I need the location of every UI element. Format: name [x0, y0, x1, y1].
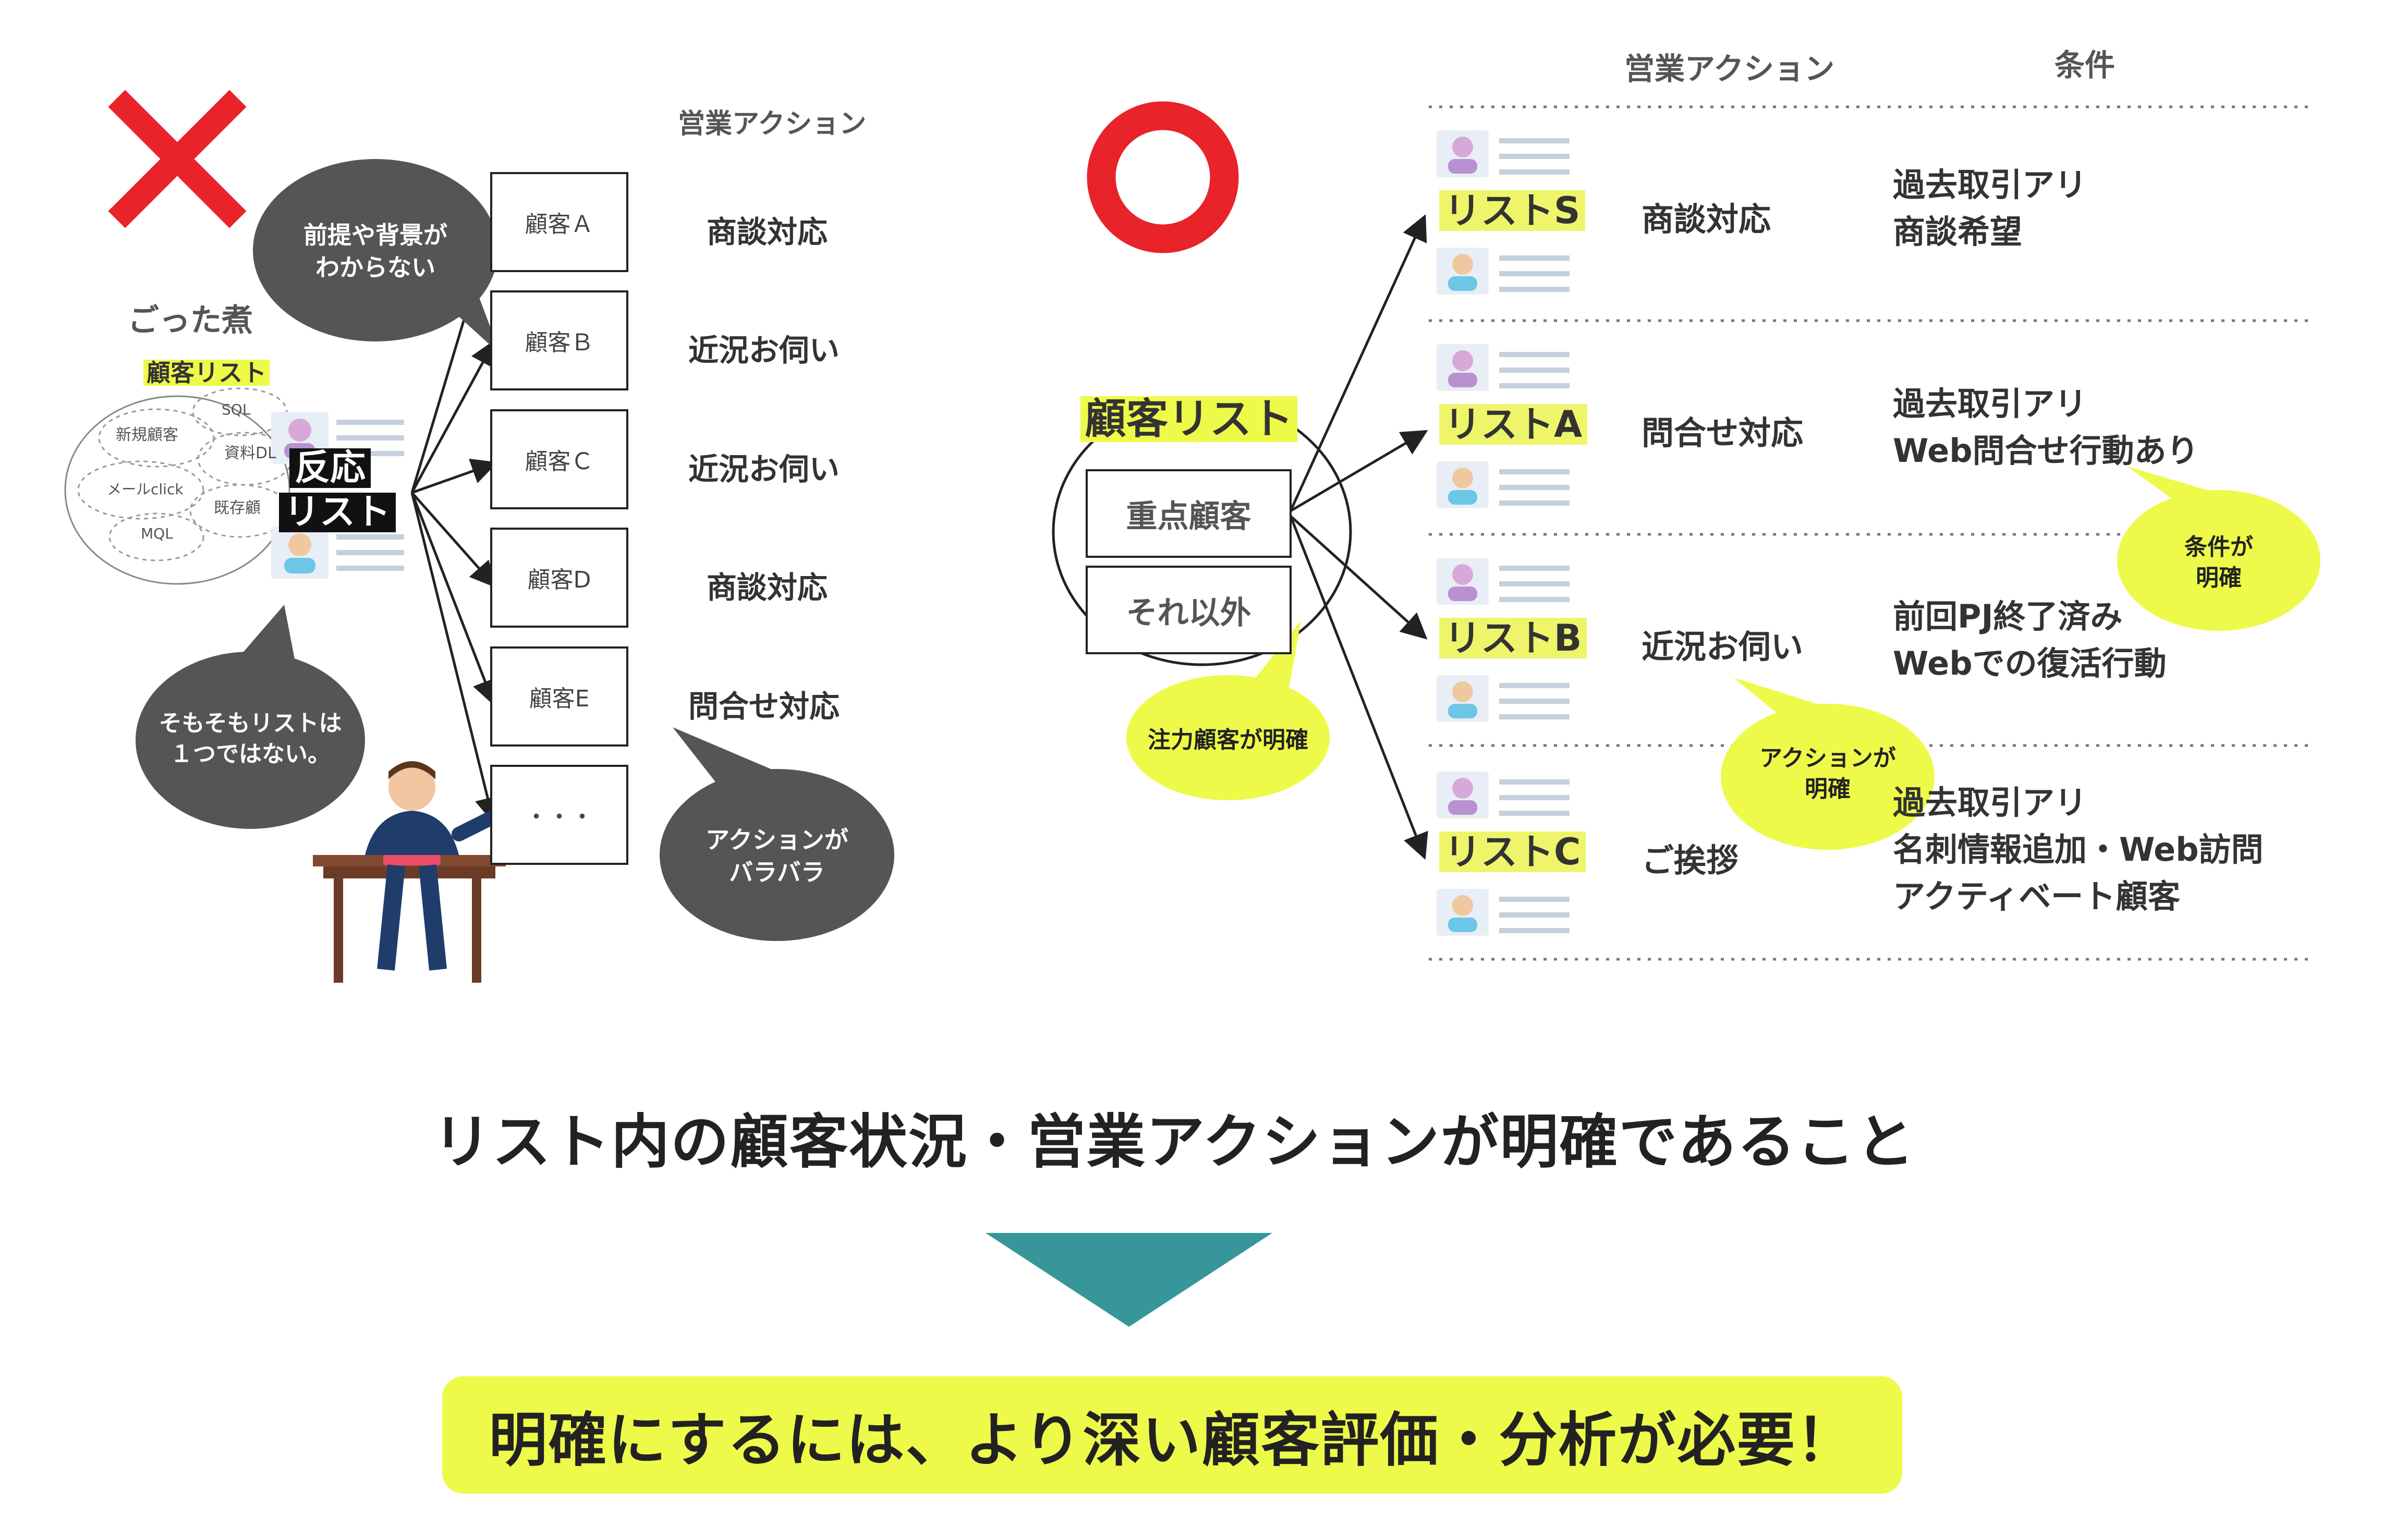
- priority-customer-box: 重点顧客: [1086, 469, 1292, 558]
- left-action-4: 問合せ対応: [688, 689, 840, 724]
- cloud-item-existing: 既存顧: [214, 499, 261, 517]
- bubble-list: そもそもリストは １つではない。: [141, 708, 360, 770]
- right-header-action: 営業アクション: [1624, 51, 1835, 87]
- response-list-line2: リスト: [279, 493, 396, 532]
- bubble-focus: 注力顧客が明確: [1148, 727, 1308, 753]
- bubble-condition-line1: 条件が: [2184, 534, 2253, 560]
- cloud-item-sql: SQL: [222, 401, 251, 418]
- customer-box-d: 顧客D: [490, 528, 628, 628]
- bubble-action-left-line2: バラバラ: [729, 858, 825, 887]
- cloud-item-new-customer: 新規顧客: [116, 426, 178, 444]
- list-label-c: リストC: [1439, 832, 1586, 872]
- mixed-customer-list-label: 顧客リスト: [143, 360, 270, 386]
- condition-s-2: 商談希望: [1893, 212, 2023, 251]
- cloud-item-mail-click: メールclick: [107, 481, 184, 498]
- left-action-2: 近況お伺い: [688, 451, 840, 487]
- cloud-item-download: 資料DL: [224, 444, 276, 462]
- conditions-c: 過去取引アリ 名刺情報追加・Web訪問 アクティベート顧客: [1893, 779, 2264, 920]
- down-arrow-icon: [986, 1233, 1272, 1327]
- conditions-a: 過去取引アリ Web問合せ行動あり: [1893, 381, 2199, 474]
- customer-box-a: 顧客Ａ: [490, 172, 628, 272]
- bubble-premise-line1: 前提や背景が: [303, 221, 447, 249]
- mixed-title: ごった煮: [128, 302, 253, 339]
- cloud-item-mql: MQL: [141, 525, 173, 542]
- cross-icon: [108, 90, 247, 228]
- condition-a-1: 過去取引アリ: [1893, 385, 2087, 423]
- right-fan-arrows: [1289, 214, 1428, 860]
- left-action-3: 商談対応: [707, 570, 828, 605]
- left-action-1: 近況お伺い: [688, 333, 840, 368]
- bubble-condition-shape: [2117, 467, 2320, 631]
- customer-box-e: 顧客E: [490, 646, 628, 747]
- list-label-a: リストA: [1439, 404, 1588, 445]
- bubble-action-left-line1: アクションが: [706, 826, 848, 854]
- bubble-list-line2: １つではない。: [170, 741, 331, 768]
- circle-icon: [1087, 101, 1239, 253]
- left-action-0: 商談対応: [707, 214, 828, 250]
- condition-s-1: 過去取引アリ: [1893, 166, 2087, 204]
- customer-box-c: 顧客Ｃ: [490, 409, 628, 509]
- bubble-list-line1: そもそもリストは: [159, 710, 342, 737]
- condition-c-1: 過去取引アリ: [1893, 784, 2087, 822]
- right-customer-list-label: 顧客リスト: [1080, 396, 1297, 442]
- customer-box-more: ・・・: [490, 765, 628, 865]
- customer-box-b: 顧客Ｂ: [490, 290, 628, 390]
- bubble-action-right: アクションが 明確: [1736, 743, 1919, 805]
- conditions-b: 前回PJ終了済み Webでの復活行動: [1893, 593, 2167, 687]
- bubble-action-shape: [660, 727, 894, 941]
- condition-a-2: Web問合せ行動あり: [1893, 431, 2199, 470]
- condition-c-3: アクティベート顧客: [1893, 877, 2181, 915]
- bubble-premise: 前提や背景が わからない: [282, 219, 469, 284]
- other-customer-box: それ以外: [1086, 566, 1292, 654]
- conclusion-text: リスト内の顧客状況・営業アクションが明確であること: [433, 1108, 1916, 1176]
- bubble-action-right-line1: アクションが: [1759, 745, 1896, 772]
- list-label-s: リストS: [1439, 190, 1586, 231]
- right-action-a: 問合せ対応: [1642, 414, 1804, 452]
- left-header-action: 営業アクション: [678, 108, 867, 140]
- bubble-condition-line2: 明確: [2196, 565, 2242, 592]
- list-label-b: リストB: [1439, 618, 1587, 658]
- bubble-action-right-line2: 明確: [1805, 776, 1851, 803]
- bubble-premise-line2: わからない: [315, 253, 435, 282]
- response-list-line1: 反応: [289, 448, 371, 488]
- bubble-premise-shape: [253, 159, 501, 355]
- conditions-s: 過去取引アリ 商談希望: [1893, 162, 2087, 255]
- condition-b-2: Webでの復活行動: [1893, 644, 2167, 682]
- person-card-group-right: [1437, 130, 1570, 936]
- condition-c-2: 名刺情報追加・Web訪問: [1893, 830, 2264, 869]
- right-action-c: ご挨拶: [1642, 841, 1739, 879]
- right-action-b: 近況お伺い: [1642, 628, 1804, 666]
- condition-b-1: 前回PJ終了済み: [1893, 597, 2123, 635]
- bubble-condition: 条件が 明確: [2138, 532, 2300, 594]
- bubble-action-left: アクションが バラバラ: [678, 824, 876, 888]
- bubble-action-right-shape: [1721, 678, 1935, 850]
- bubble-list-shape: [136, 605, 365, 829]
- right-header-condition: 条件: [2054, 47, 2116, 83]
- right-action-s: 商談対応: [1642, 200, 1771, 238]
- cta-banner: 明確にするには、より深い顧客評価・分析が必要！: [442, 1376, 1902, 1494]
